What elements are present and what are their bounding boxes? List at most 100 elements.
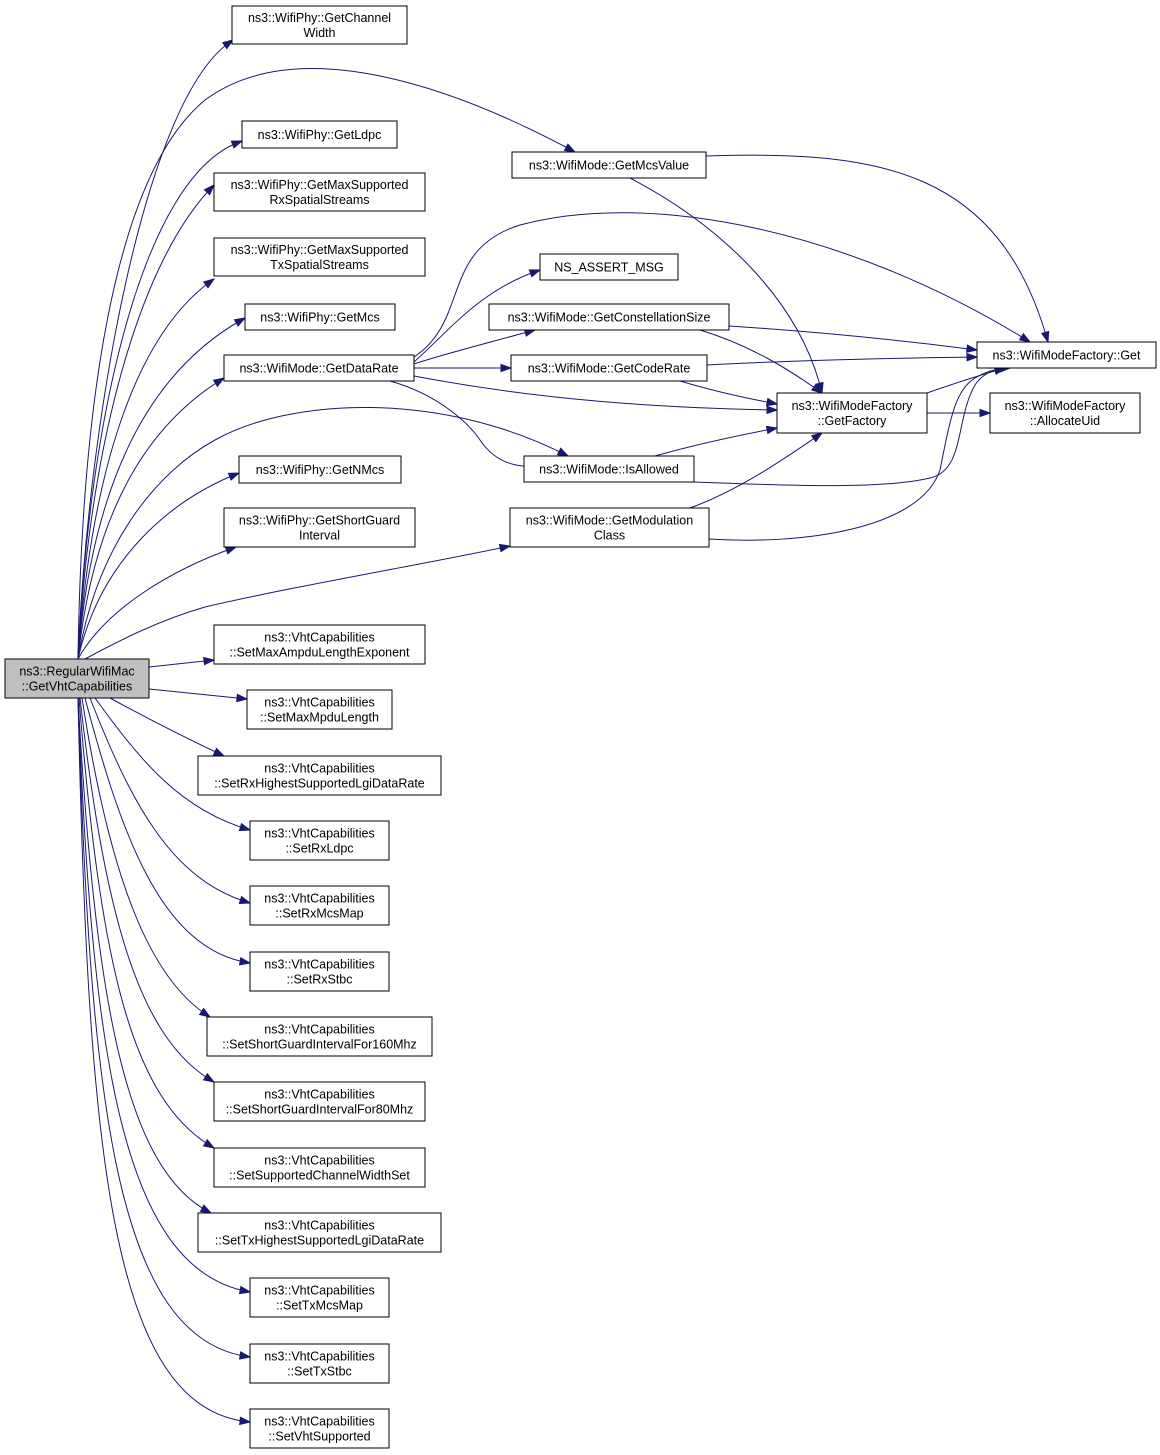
arrowhead	[238, 1351, 252, 1360]
node-label: ns3::VhtCapabilities	[264, 762, 374, 776]
node-set-supported-cw[interactable]: ns3::VhtCapabilities::SetSupportedChanne…	[213, 1147, 426, 1188]
edge-root-to-getDataRate	[77, 377, 226, 660]
node-box	[231, 5, 408, 45]
node-label: ns3::RegularWifiMac	[19, 665, 134, 679]
node-label: ns3::WifiMode::IsAllowed	[539, 463, 679, 477]
edge-getConstellationSize-to-getFactory	[699, 329, 824, 394]
node-set-tx-highest[interactable]: ns3::VhtCapabilities::SetTxHighestSuppor…	[197, 1212, 442, 1253]
edge-line	[78, 697, 215, 1149]
arrowhead	[236, 693, 249, 703]
node-label: ns3::VhtCapabilities	[264, 1415, 374, 1429]
node-set-tx-mcs-map[interactable]: ns3::VhtCapabilities::SetTxMcsMap	[249, 1277, 390, 1318]
node-set-rx-mcs-map[interactable]: ns3::VhtCapabilities::SetRxMcsMap	[249, 885, 390, 926]
node-get-mcs-value[interactable]: ns3::WifiMode::GetMcsValue	[511, 151, 707, 179]
node-set-rx-highest[interactable]: ns3::VhtCapabilities::SetRxHighestSuppor…	[197, 755, 442, 796]
node-get-ldpc[interactable]: ns3::WifiPhy::GetLdpc	[241, 120, 398, 149]
node-allocate-uid[interactable]: ns3::WifiModeFactory::AllocateUid	[989, 392, 1141, 434]
edge-root-to-getModulationClass	[84, 543, 512, 660]
edge-line	[148, 688, 248, 700]
edge-root-to-getMcs	[77, 317, 247, 660]
edge-getDataRate-to-getCodeRate	[414, 363, 513, 373]
arrowhead	[202, 1072, 216, 1083]
node-set-rx-ldpc[interactable]: ns3::VhtCapabilities::SetRxLdpc	[249, 820, 390, 861]
node-box	[249, 1277, 390, 1318]
edge-getCodeRate-to-getFactory	[679, 380, 779, 407]
edge-line	[84, 545, 511, 660]
node-set-sgi80[interactable]: ns3::VhtCapabilities::SetShortGuardInter…	[213, 1081, 426, 1122]
edge-line	[77, 697, 251, 1358]
arrowhead	[202, 278, 216, 289]
node-set-max-ampdu[interactable]: ns3::VhtCapabilities::SetMaxAmpduLengthE…	[213, 624, 426, 665]
node-label: ns3::WifiPhy::GetMaxSupported	[231, 243, 409, 257]
node-set-tx-stbc[interactable]: ns3::VhtCapabilities::SetTxStbc	[249, 1343, 390, 1384]
node-get-mcs[interactable]: ns3::WifiPhy::GetMcs	[244, 303, 396, 331]
node-is-allowed[interactable]: ns3::WifiMode::IsAllowed	[523, 455, 695, 483]
node-get-max-rx[interactable]: ns3::WifiPhy::GetMaxSupportedRxSpatialSt…	[213, 172, 426, 212]
node-box	[213, 1081, 426, 1122]
node-label: ns3::VhtCapabilities	[264, 1088, 374, 1102]
edge-line	[77, 68, 576, 660]
edge-root-to-setTxStbc	[77, 697, 252, 1360]
edge-line	[689, 432, 823, 509]
node-label: ns3::WifiPhy::GetLdpc	[258, 128, 382, 142]
node-box	[241, 120, 398, 149]
arrowhead	[810, 383, 824, 394]
node-label: ns3::VhtCapabilities	[264, 1154, 374, 1168]
node-label: ns3::VhtCapabilities	[264, 631, 374, 645]
node-get-constellation-size[interactable]: ns3::WifiMode::GetConstellationSize	[488, 303, 730, 331]
edge-line	[79, 697, 215, 1083]
edge-root-to-setSgi80	[79, 697, 216, 1083]
node-get-max-tx[interactable]: ns3::WifiPhy::GetMaxSupportedTxSpatialSt…	[213, 237, 426, 277]
arrowhead	[238, 956, 252, 966]
node-set-max-mpdu[interactable]: ns3::VhtCapabilities::SetMaxMpduLength	[246, 689, 393, 730]
edge-line	[77, 39, 234, 660]
node-ns-assert-msg[interactable]: NS_ASSERT_MSG	[539, 253, 679, 281]
edge-line	[77, 278, 215, 660]
node-box	[510, 354, 708, 382]
edge-root-to-setSgi160	[81, 697, 212, 1018]
arrowhead	[212, 747, 226, 757]
edge-line	[654, 427, 778, 457]
arrowhead	[230, 140, 244, 149]
node-get-factory[interactable]: ns3::WifiModeFactory::GetFactory	[776, 392, 928, 434]
edge-line	[77, 184, 215, 660]
arrowhead	[239, 1416, 252, 1426]
edge-getCodeRate-to-factoryGet	[706, 352, 979, 366]
node-set-vht-supported[interactable]: ns3::VhtCapabilities::SetVhtSupported	[249, 1408, 390, 1449]
node-box	[249, 1343, 390, 1384]
node-set-rx-stbc[interactable]: ns3::VhtCapabilities::SetRxStbc	[249, 951, 390, 992]
edge-root-to-setSupportedCw	[78, 697, 216, 1149]
edge-line	[679, 380, 778, 405]
node-label: Class	[594, 529, 625, 543]
node-label: ns3::WifiMode::GetMcsValue	[529, 159, 689, 173]
arrowhead	[227, 472, 241, 481]
node-get-n-mcs[interactable]: ns3::WifiPhy::GetNMcs	[238, 455, 402, 484]
edges-layer	[77, 39, 1050, 1426]
edge-line	[77, 377, 225, 660]
arrowhead	[238, 1285, 252, 1295]
nodes-layer: ns3::RegularWifiMac::GetVhtCapabilitiesn…	[4, 5, 1157, 1449]
edge-line	[84, 697, 251, 964]
node-box	[488, 303, 730, 331]
edge-line	[77, 697, 251, 1423]
node-label: ::AllocateUid	[1030, 414, 1100, 428]
edge-root-to-getNMcs	[77, 472, 241, 660]
node-get-data-rate[interactable]: ns3::WifiMode::GetDataRate	[223, 354, 415, 382]
node-root[interactable]: ns3::RegularWifiMac::GetVhtCapabilities	[4, 658, 150, 699]
node-label: RxSpatialStreams	[269, 193, 369, 207]
node-factory-get[interactable]: ns3::WifiModeFactory::Get	[976, 341, 1157, 369]
node-box	[989, 392, 1141, 434]
edge-line	[705, 154, 1049, 343]
node-get-code-rate[interactable]: ns3::WifiMode::GetCodeRate	[510, 354, 708, 382]
arrowhead	[500, 363, 513, 373]
edge-line	[148, 659, 215, 668]
node-set-sgi160[interactable]: ns3::VhtCapabilities::SetShortGuardInter…	[206, 1016, 433, 1057]
arrowhead	[766, 405, 779, 415]
node-box	[246, 689, 393, 730]
node-label: ns3::WifiMode::GetModulation	[526, 514, 693, 528]
arrowhead	[199, 1204, 213, 1214]
node-label: ::SetTxHighestSupportedLgiDataRate	[215, 1234, 424, 1248]
